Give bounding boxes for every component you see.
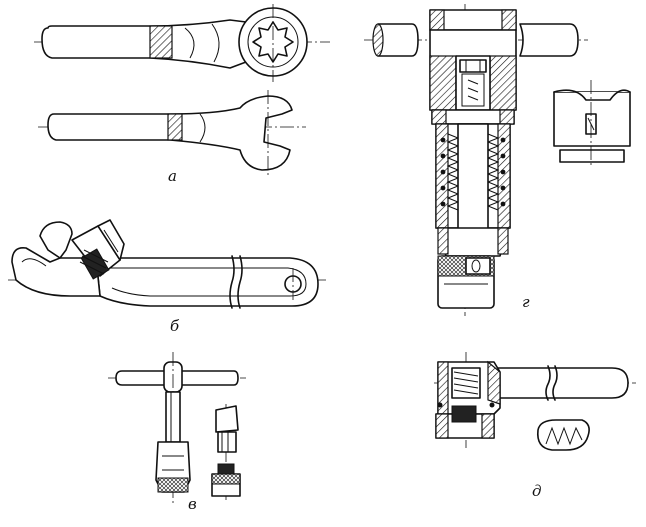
adjustable-wrench: [8, 219, 326, 309]
box-wrench: [34, 4, 330, 82]
label-d: д: [532, 482, 542, 500]
label-b: б: [170, 317, 180, 335]
label-a: а: [168, 167, 177, 185]
t-handle-socket-wrench: [108, 352, 246, 505]
label-g: г: [522, 293, 530, 311]
spring-socket-wrench: [434, 352, 636, 451]
open-end-wrench: [38, 90, 306, 176]
ratchet-socket-wrench: [364, 4, 631, 316]
label-v: в: [188, 495, 197, 513]
